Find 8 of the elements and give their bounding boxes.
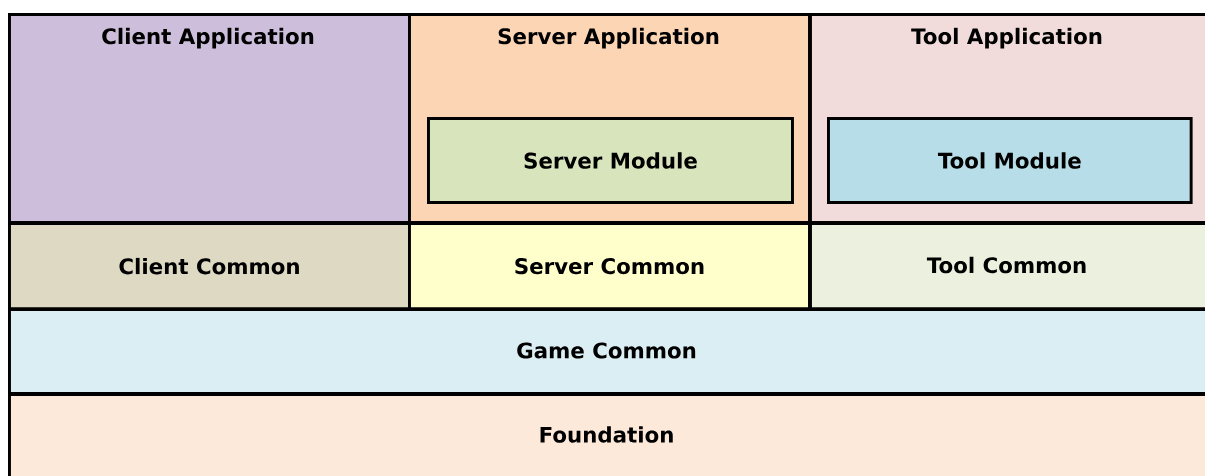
layer-box: Tool Common: [809, 222, 1205, 311]
layer-box: Client Common: [8, 222, 411, 311]
layer-box: Client Application: [8, 13, 411, 224]
module-box: Server Module: [427, 117, 794, 204]
layer-box: Game Common: [8, 308, 1205, 395]
layer-box: Foundation: [8, 393, 1205, 476]
layer-box: Server Common: [408, 222, 811, 311]
module-box: Tool Module: [827, 117, 1193, 204]
